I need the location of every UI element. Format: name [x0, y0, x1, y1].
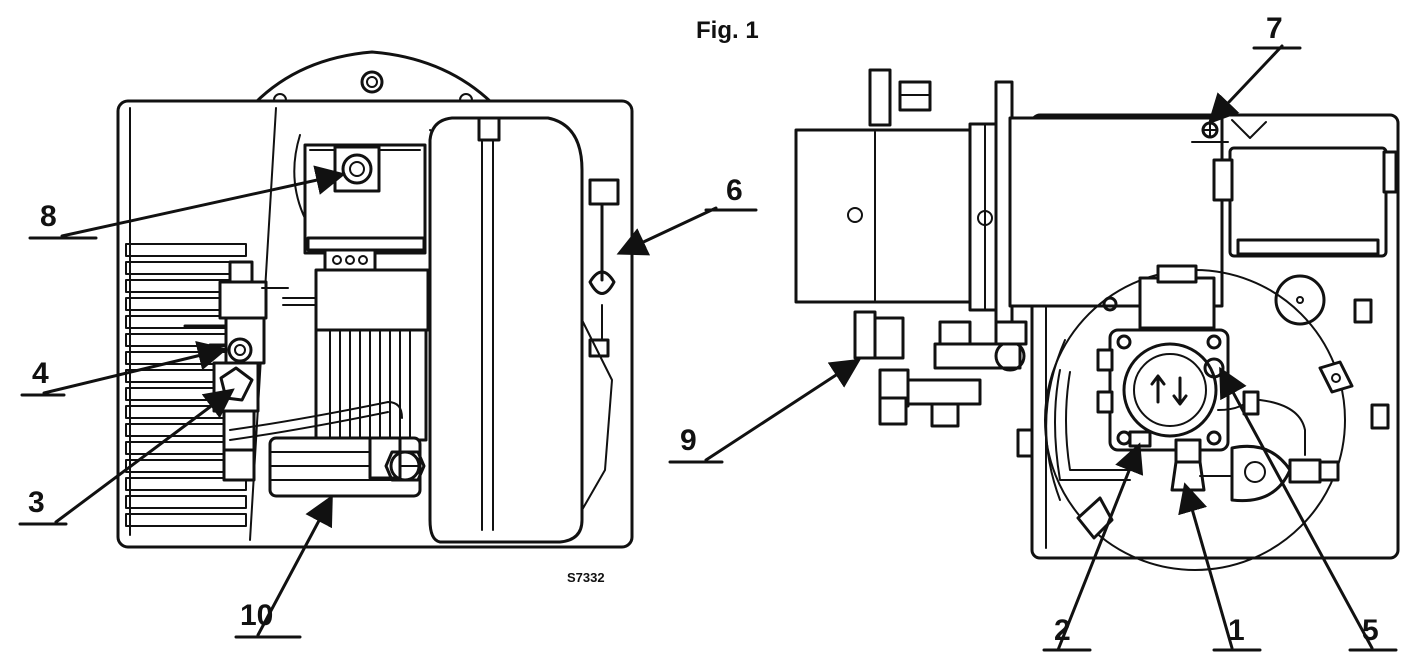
svg-text:10: 10	[240, 599, 273, 632]
control-box	[303, 143, 427, 255]
figure-title: Fig. 1	[696, 17, 759, 44]
svg-text:6: 6	[726, 174, 743, 207]
svg-text:3: 3	[28, 486, 45, 519]
control-box-right	[1212, 146, 1398, 258]
callout-4: 4	[20, 341, 228, 397]
left-view	[116, 50, 634, 549]
oil-pump-body	[268, 436, 426, 498]
drawing-code: S7332	[567, 570, 605, 585]
callout-5: 5	[1219, 366, 1398, 652]
pump-outlet-fittings	[1054, 369, 1340, 503]
svg-text:9: 9	[680, 424, 697, 457]
right-view: S7332	[567, 68, 1400, 585]
svg-text:4: 4	[32, 357, 49, 390]
svg-text:8: 8	[40, 200, 57, 233]
air-pressure-switch	[581, 178, 620, 511]
svg-text:1: 1	[1228, 614, 1245, 647]
solenoid-valve-assembly	[183, 260, 403, 482]
callout-8: 8	[28, 165, 346, 240]
callout-6: 6	[616, 174, 758, 256]
callout-2: 2	[1042, 442, 1144, 652]
callout-7: 7	[1207, 12, 1302, 125]
callout-3: 3	[18, 388, 235, 526]
nozzle-fittings	[853, 296, 1118, 428]
blast-tube	[794, 80, 1224, 324]
callout-9: 9	[668, 358, 862, 464]
air-intake-louvres	[125, 243, 247, 527]
callout-10: 10	[234, 494, 333, 639]
svg-text:7: 7	[1266, 12, 1283, 45]
callout-1: 1	[1178, 482, 1262, 652]
svg-text:2: 2	[1054, 614, 1071, 647]
svg-text:5: 5	[1362, 614, 1379, 647]
oil-pump	[1096, 264, 1230, 452]
burner-cover	[428, 116, 584, 544]
